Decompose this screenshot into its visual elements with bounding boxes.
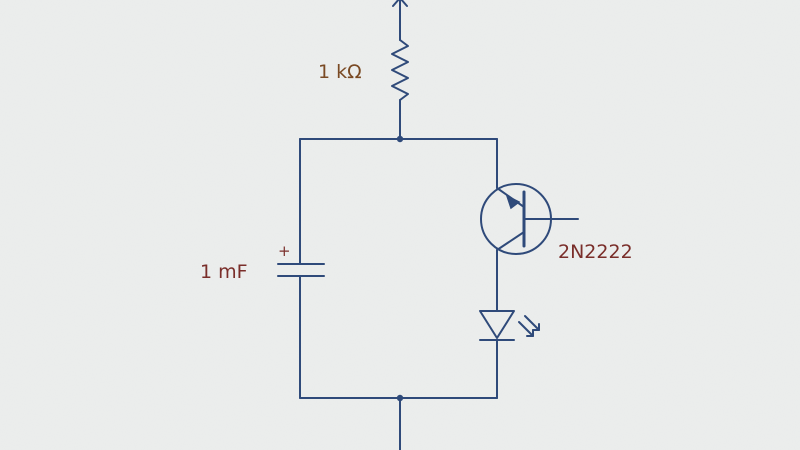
transistor-label: 2N2222 — [558, 241, 633, 263]
capacitor-plus-sign: + — [278, 242, 291, 260]
transistor — [480, 183, 579, 255]
resistor-label: 1 kΩ — [318, 61, 362, 83]
resistor — [391, 13, 409, 140]
capacitor-label: 1 mF — [200, 261, 248, 283]
emitter-arrow-icon — [505, 194, 521, 210]
top-junction-dot — [396, 135, 404, 143]
supply-arrow — [392, 0, 408, 15]
